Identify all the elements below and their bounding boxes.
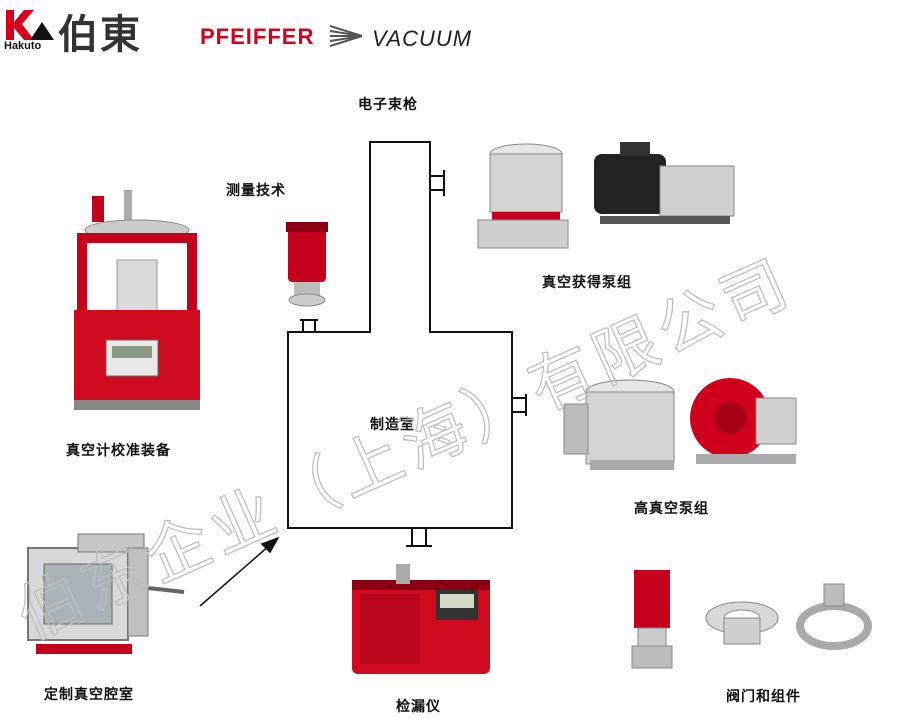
gauge-calibration-label: 真空计校准装备 [66,443,171,459]
electron-gun-label: 电子束枪 [358,97,418,113]
vacuum-wordmark: VACUUM [372,26,473,51]
pump-flange [512,394,527,416]
custom-chamber-label: 定制真空腔室 [44,687,134,703]
hakuto-mark-icon [6,10,54,40]
chamber-label: 制造室 [370,417,415,433]
vacuum-gauge-image [286,222,328,307]
pump-group-label: 真空获得泵组 [542,275,632,291]
gauge-tech-label: 测量技术 [226,183,286,199]
calibration-system-image [74,190,200,410]
column-flange [430,170,445,196]
pump-group-image [477,142,735,249]
pfeiffer-swoosh-icon [330,25,363,47]
chamber-outline [287,141,513,529]
leak-detector-image [352,564,490,674]
leak-detector-label: 检漏仪 [396,699,441,715]
hakuto-logo: Hakuto [4,8,56,52]
valves-image [631,570,872,669]
valves-label: 阀门和组件 [726,689,801,705]
high-vac-pump-image [563,378,797,470]
gauge-flange [300,319,318,332]
hakudo-chinese-wordmark: 伯東 [58,12,142,58]
leak-flange [406,528,432,547]
custom-chamber-image [27,533,185,654]
arrow-to-chamber [199,536,280,607]
pfeiffer-wordmark: PFEIFFER [200,24,315,49]
high-vac-pump-label: 高真空泵组 [634,501,709,517]
hakuto-wordmark: Hakuto [4,40,42,52]
